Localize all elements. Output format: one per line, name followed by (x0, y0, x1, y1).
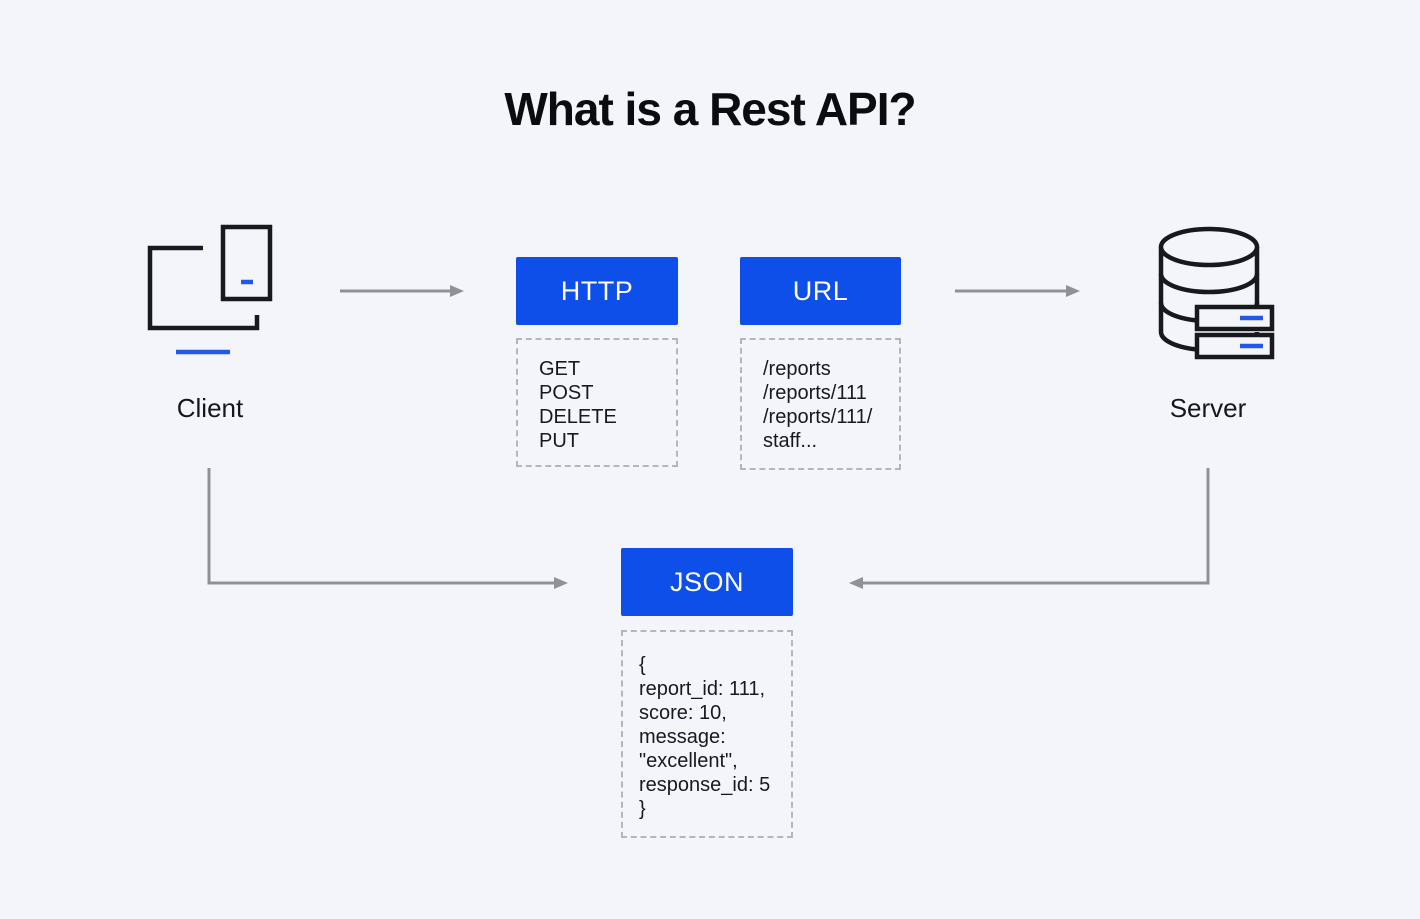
page-title: What is a Rest API? (504, 83, 916, 135)
http-method-line: PUT (539, 430, 579, 452)
database-server-icon (1158, 226, 1275, 360)
arrow-client-to-json (207, 468, 568, 589)
url-path-line: /reports/111 (763, 382, 867, 404)
http-box-label: HTTP (560, 275, 634, 306)
url-box-label: URL (792, 275, 849, 306)
server-rack-1 (1194, 304, 1275, 332)
cylinder-top (1158, 226, 1260, 268)
url-box: URL (740, 257, 901, 325)
http-box: HTTP (516, 257, 678, 325)
arrow-server-to-json (849, 468, 1210, 589)
server-rack-2 (1194, 332, 1275, 360)
url-path-line: staff... (763, 430, 818, 452)
json-code-line: report_id: 111, (639, 678, 766, 700)
json-code-line: { (639, 654, 646, 676)
url-path-line: /reports/111/ (763, 406, 873, 428)
url-path-line: /reports (763, 358, 831, 380)
json-body-box: { report_id: 111, score: 10, message: "e… (621, 630, 793, 838)
client-device-icon (147, 224, 273, 355)
json-code-line: "excellent", (639, 750, 738, 772)
json-box: JSON (621, 548, 793, 616)
url-paths-box: /reports /reports/111 /reports/111/ staf… (740, 338, 901, 470)
json-code-line: response_id: 5 (639, 774, 771, 796)
http-method-line: POST (539, 382, 594, 404)
json-code-line: score: 10, (639, 702, 727, 724)
client-label: Client (176, 393, 244, 423)
http-methods-box: GET POST DELETE PUT (516, 338, 678, 467)
http-method-line: GET (539, 358, 581, 380)
json-box-label: JSON (669, 566, 744, 597)
http-method-line: DELETE (539, 406, 617, 428)
json-code-line: message: (639, 726, 726, 748)
phone-outline (220, 224, 273, 302)
cylinder-rib-1 (1158, 273, 1260, 295)
monitor-outline (147, 245, 260, 331)
json-code-line: } (639, 798, 646, 820)
server-label: Server (1169, 393, 1247, 423)
